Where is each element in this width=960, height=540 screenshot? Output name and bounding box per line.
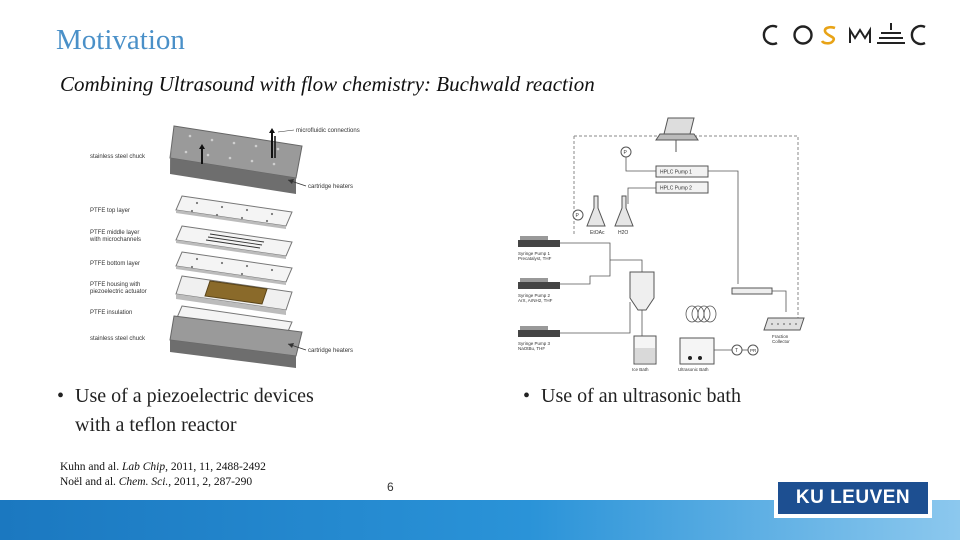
label-ptfe-top: PTFE top layer [90,208,130,214]
bullet-ultrasonic: • Use of an ultrasonic bath [523,382,841,411]
label-ptfe-middle-2: with microchannels [89,237,141,243]
label-ptfe-middle-1: PTFE middle layer [90,230,139,236]
hplc-pump-1-label: HPLC Pump 1 [660,170,692,176]
h2o-label: H2O [618,230,628,236]
etoac-flask [586,195,606,227]
cosmic-logo [762,23,926,46]
pr-label: PR [750,348,757,353]
label-insulation: PTFE insulation [90,310,132,316]
coil-reactor-icon [685,305,717,323]
hplc-pump-1 [655,165,709,178]
label-connections: microfluidic connections [296,128,360,134]
syringe-pump-1 [518,236,560,247]
pressure-regulator [747,344,759,356]
fraction-collector [763,317,805,331]
bullet-dot: • [523,385,531,407]
laptop-icon [655,117,699,141]
p2-label: P [576,213,580,219]
reference-1: Kuhn and al. Lab Chip, 2011, 11, 2488-24… [60,460,266,475]
label-housing-1: PTFE housing with [90,282,140,288]
label-heaters-top: cartridge heaters [308,184,353,190]
syringe1-label-b: Precatalyst, THF [518,256,552,261]
slide-title: Motivation [56,24,185,56]
t-label: T [735,348,738,354]
piezoelectric-actuator [204,280,268,305]
ref1-rest: , 2011, 11, 2488-2492 [165,461,266,473]
ultrasonic-bath [679,337,715,365]
separator [731,287,773,295]
cooling-column [629,271,655,311]
label-heaters-bottom: cartridge heaters [308,348,353,354]
p1-label: P [624,150,628,156]
ice-bath-label: Ice Bath [632,367,649,372]
label-chuck-bottom: stainless steel chuck [90,336,146,342]
ultrasonic-bath-label: Ultrasonic Bath [678,367,709,372]
hplc-pump-2 [655,181,709,194]
syringe2-label-b: ArX, ArNH2, THF [518,298,553,303]
ref2-authors: Noël and al. [60,476,116,488]
label-chuck-top: stainless steel chuck [90,154,146,160]
reference-2: Noël and al. Chem. Sci., 2011, 2, 287-29… [60,475,266,490]
flow-setup-schematic: P P HPLC Pump 1 HPLC Pump 2 EtOAc H2O Sy… [518,117,805,372]
etoac-label: EtOAc [590,230,605,236]
bullet-piezo: • Use of a piezoelectric devices with a … [57,382,395,440]
hplc-pump-2-label: HPLC Pump 2 [660,186,692,192]
syringe-pump-2 [518,278,560,289]
pressure-sensor-2 [572,209,584,221]
ref1-journal: Lab Chip [121,461,166,473]
ref2-journal: Chem. Sci. [118,476,169,488]
bullet-dot: • [57,385,65,407]
syringe3-label-a: Syringe Pump 3 [518,341,551,346]
ref1-authors: Kuhn and al. [60,461,120,473]
syringe3-label-b: NaOtBu, THF [518,346,545,351]
ku-leuven-logo: KU LEUVEN [774,478,932,518]
syringe1-label-a: Syringe Pump 1 [518,251,551,256]
page-number: 6 [387,480,394,494]
ptfe-top-layer [175,195,293,227]
ku-leuven-label: KU LEUVEN [778,482,928,514]
label-housing-2: piezoelectric actuator [90,289,147,295]
syringe2-label-a: Syringe Pump 2 [518,293,551,298]
water-flask [614,195,634,227]
fraction-label-1: Fraction [772,334,789,339]
label-ptfe-bottom: PTFE bottom layer [90,261,140,267]
syringe-pump-3 [518,326,560,337]
ref2-rest: , 2011, 2, 287-290 [168,476,253,488]
slide-subtitle: Combining Ultrasound with flow chemistry… [60,72,595,96]
bullet-piezo-line1: Use of a piezoelectric devices [75,385,314,407]
references: Kuhn and al. Lab Chip, 2011, 11, 2488-24… [60,460,266,490]
fraction-label-2: Collector [772,339,790,344]
ice-bath [633,335,657,365]
bullet-piezo-line2: with a teflon reactor [75,414,237,436]
bullet-ultrasonic-line1: Use of an ultrasonic bath [541,385,741,407]
piezo-reactor-diagram: microfluidic connections stainless steel… [89,125,360,368]
